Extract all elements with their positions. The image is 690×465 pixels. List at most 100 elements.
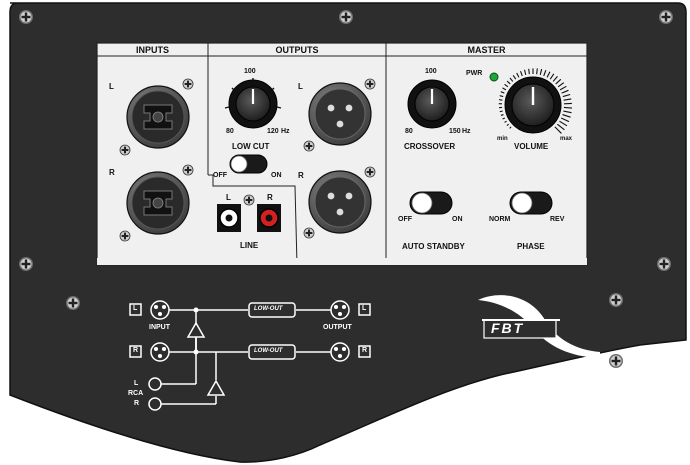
volume-scale-tick: [546, 71, 551, 78]
input-left-combo-jack[interactable]: [119, 78, 194, 156]
low-cut-max-value: 120: [267, 128, 279, 135]
screw-icon: [659, 10, 673, 24]
output-left-label: L: [298, 82, 303, 91]
volume-scale-tick: [561, 89, 569, 94]
volume-scale-tick: [512, 75, 517, 80]
volume-scale-tick: [516, 72, 520, 78]
auto-standby-switch[interactable]: [409, 191, 453, 215]
diagram-rca-r: R: [134, 400, 140, 407]
volume-scale-tick: [504, 120, 507, 123]
volume-scale-tick: [520, 70, 523, 77]
volume-scale-tick: [506, 123, 509, 126]
low-cut-top-value: 100: [244, 68, 256, 75]
screw-icon: [66, 296, 80, 310]
series-name: PROJECT: [485, 399, 567, 416]
volume-knob[interactable]: [498, 68, 573, 134]
diagram-rca-label: RCA: [128, 390, 144, 397]
diagram-rca-l: L: [134, 380, 139, 387]
low-cut-switch[interactable]: [229, 154, 268, 174]
line-rca-left[interactable]: [217, 204, 241, 232]
volume-scale-tick: [539, 68, 543, 75]
volume-scale-tick: [555, 78, 562, 85]
diagram-l-box: L: [133, 305, 138, 312]
volume-scale-tick: [557, 123, 565, 131]
crossover-max-value: 150: [449, 128, 461, 135]
signal-flow-diagram: [129, 300, 371, 411]
low-cut-switch-on-label: ON: [271, 172, 282, 179]
line-left-label: L: [226, 193, 231, 202]
diagram-output-label: OUTPUT: [323, 324, 352, 331]
low-cut-unit: Hz: [281, 128, 290, 135]
volume-max-label: max: [560, 136, 573, 142]
auto-standby-off-label: OFF: [398, 216, 412, 223]
volume-scale-tick: [563, 98, 572, 101]
line-label: LINE: [240, 241, 259, 250]
model-name: 1020 SA: [514, 380, 564, 395]
volume-name: VOLUME: [514, 142, 549, 151]
phase-name: PHASE: [517, 242, 545, 251]
screw-icon: [243, 194, 255, 206]
crossover-min-value: 80: [405, 128, 413, 135]
master-title: MASTER: [467, 45, 506, 55]
phase-norm-label: NORM: [489, 216, 511, 223]
auto-standby-name: AUTO STANDBY: [402, 242, 465, 251]
volume-scale-tick: [563, 110, 572, 114]
volume-scale-tick: [504, 83, 509, 88]
screw-icon: [19, 10, 33, 24]
low-cut-switch-off-label: OFF: [213, 172, 227, 179]
low-cut-name: LOW CUT: [232, 142, 270, 151]
volume-scale-tick: [559, 85, 567, 91]
volume-scale-tick: [528, 68, 530, 75]
volume-min-label: min: [497, 136, 508, 142]
volume-scale-tick: [509, 77, 514, 82]
volume-scale-tick: [554, 126, 562, 134]
volume-scale-tick: [500, 91, 505, 94]
screw-icon: [657, 257, 671, 271]
screw-icon: [19, 257, 33, 271]
pwr-label: PWR: [466, 70, 483, 77]
line-rca-right[interactable]: [257, 204, 281, 232]
diagram-low-out-bottom: LOW-OUT: [254, 348, 283, 354]
crossover-name: CROSSOVER: [404, 142, 456, 151]
phase-switch[interactable]: [509, 191, 553, 215]
volume-scale-tick: [502, 87, 507, 91]
volume-scale-tick: [502, 117, 506, 120]
volume-scale-tick: [509, 126, 512, 129]
volume-scale-tick: [524, 69, 527, 75]
volume-scale-tick: [560, 117, 570, 123]
volume-scale-tick: [559, 120, 568, 127]
volume-scale-tick: [552, 75, 558, 82]
low-cut-knob[interactable]: [224, 78, 282, 129]
output-left-xlr[interactable]: [303, 78, 376, 152]
low-cut-min-value: 80: [226, 128, 234, 135]
auto-standby-on-label: ON: [452, 216, 463, 223]
volume-scale-tick: [563, 106, 573, 109]
diagram-low-out-top: LOW-OUT: [254, 306, 283, 312]
phase-rev-label: REV: [550, 216, 565, 223]
diagram-output-l-box: L: [362, 305, 367, 312]
volume-scale-tick: [506, 80, 511, 85]
volume-scale-tick: [549, 73, 555, 80]
inputs-title: INPUTS: [135, 45, 169, 55]
screw-icon: [339, 10, 353, 24]
volume-scale-tick: [536, 68, 538, 75]
diagram-output-r-box: R: [362, 347, 368, 354]
crossover-unit: Hz: [462, 128, 471, 135]
crossover-knob[interactable]: [407, 79, 457, 129]
diagram-r-box: R: [133, 347, 139, 354]
input-right-label: R: [109, 168, 115, 177]
volume-scale-tick: [500, 114, 504, 116]
volume-scale-tick: [543, 69, 547, 77]
output-right-xlr[interactable]: [303, 166, 376, 239]
output-right-label: R: [298, 171, 304, 180]
outputs-title: OUTPUTS: [275, 45, 319, 55]
input-right-combo-jack[interactable]: [119, 164, 194, 242]
volume-scale-tick: [499, 95, 504, 98]
volume-scale-tick: [562, 93, 571, 98]
power-led: [489, 72, 499, 82]
diagram-input-label: INPUT: [149, 324, 170, 331]
line-right-label: R: [267, 193, 273, 202]
volume-scale-tick: [557, 82, 565, 88]
logo-text: FBT: [491, 320, 525, 336]
